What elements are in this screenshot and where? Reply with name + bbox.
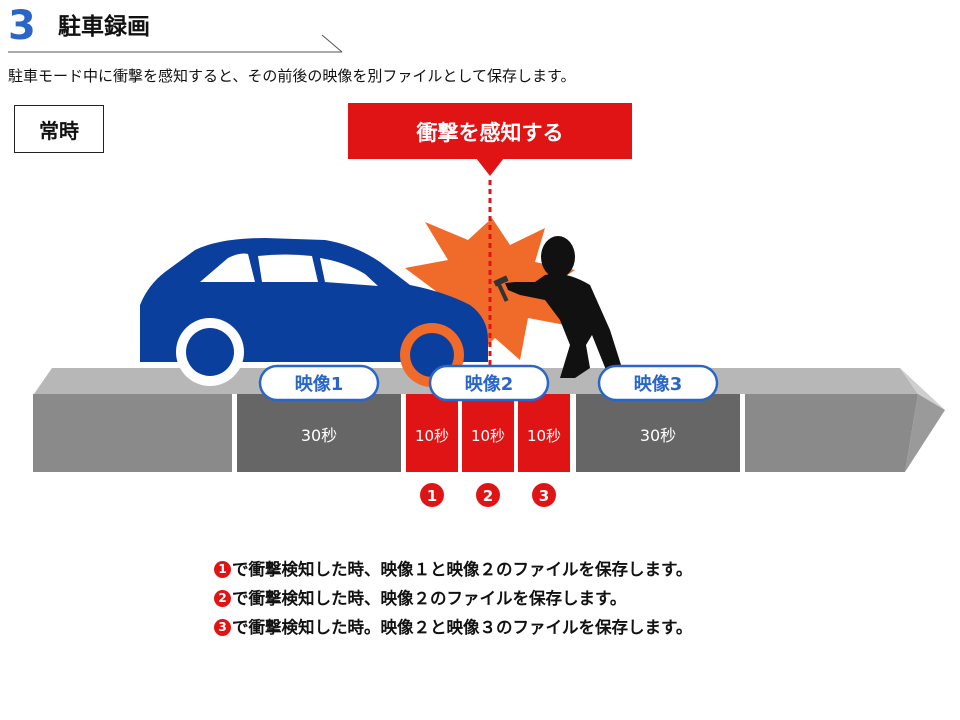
note-item: 1 で衝撃検知した時、映像１と映像２のファイルを保存します。 [214, 555, 692, 584]
note-text: で衝撃検知した時、映像２のファイルを保存します。 [232, 589, 627, 608]
segment-10s-1: 10秒 [406, 394, 458, 472]
note-item: 3 で衝撃検知した時。映像２と映像３のファイルを保存します。 [214, 613, 692, 642]
segment-30s-before: 30秒 [237, 394, 401, 472]
note-item: 2 で衝撃検知した時、映像２のファイルを保存します。 [214, 584, 692, 613]
segment-10s-3: 10秒 [518, 394, 570, 472]
segment-label: 30秒 [640, 426, 676, 445]
section-number: 3 [8, 3, 36, 49]
note-marker: 2 [214, 590, 231, 607]
segment-label: 10秒 [415, 427, 449, 445]
timeline-diagram: 衝撃を感知する 30秒 10秒 10秒 10秒 30秒 [8, 34, 945, 507]
marker-2: 2 [476, 483, 500, 507]
segment-edge-right [745, 394, 918, 472]
file-pill-label: 映像1 [295, 373, 344, 395]
segment-edge-left [33, 394, 232, 472]
marker-label: 1 [427, 487, 437, 505]
segment-10s-2: 10秒 [462, 394, 514, 472]
impact-callout-text: 衝撃を感知する [416, 121, 564, 145]
note-text: で衝撃検知した時。映像２と映像３のファイルを保存します。 [232, 618, 693, 637]
marker-1: 1 [420, 483, 444, 507]
note-marker: 3 [214, 619, 231, 636]
intruder-silhouette-icon [493, 236, 622, 378]
file-pill-1: 映像1 [258, 364, 380, 402]
impact-callout: 衝撃を感知する [348, 103, 632, 176]
marker-label: 3 [539, 487, 549, 505]
title-underline [8, 34, 343, 53]
mode-label-box: 常時 [14, 105, 104, 153]
notes-list: 1 で衝撃検知した時、映像１と映像２のファイルを保存します。 2 で衝撃検知した… [214, 555, 692, 642]
note-text: で衝撃検知した時、映像１と映像２のファイルを保存します。 [232, 560, 693, 579]
segment-label: 30秒 [301, 426, 337, 445]
file-pill-label: 映像3 [634, 373, 683, 395]
segment-label: 10秒 [527, 427, 561, 445]
car-icon [140, 238, 488, 387]
marker-3: 3 [532, 483, 556, 507]
section-title: 駐車録画 [58, 14, 150, 40]
file-pill-2: 映像2 [428, 364, 550, 402]
marker-label: 2 [483, 487, 493, 505]
file-pill-label: 映像2 [465, 373, 514, 395]
segment-label: 10秒 [471, 427, 505, 445]
note-marker: 1 [214, 561, 231, 578]
segment-30s-after: 30秒 [576, 394, 740, 472]
mode-label: 常時 [39, 118, 79, 143]
lead-text: 駐車モード中に衝撃を感知すると、その前後の映像を別ファイルとして保存します。 [8, 67, 576, 85]
file-pill-3: 映像3 [597, 364, 719, 402]
